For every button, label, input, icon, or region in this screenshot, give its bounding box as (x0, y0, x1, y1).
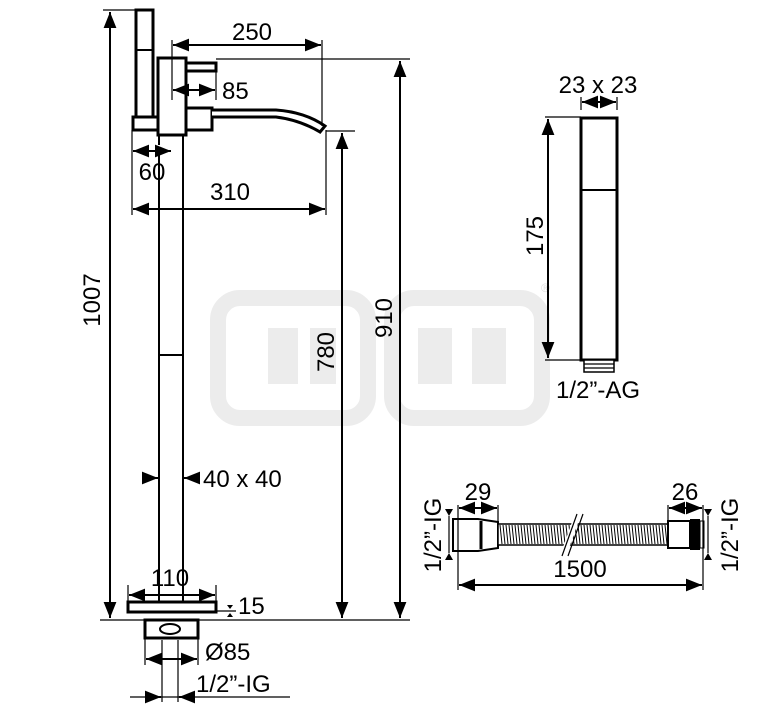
hose-left-fitting (452, 518, 499, 552)
dim-hose-left-connection: 1/2”-IG (420, 498, 447, 573)
dim-lever-offset: 85 (222, 78, 249, 105)
flange (143, 618, 200, 640)
dim-hose-left-fitting: 29 (465, 479, 492, 506)
mixer-lever (184, 61, 218, 73)
dim-hand-shower-connection: 1/2”-AG (556, 377, 640, 404)
dim-flange-diameter: Ø85 (205, 639, 250, 666)
hose-right-fitting (667, 520, 691, 549)
dim-body-height: 910 (371, 298, 398, 338)
dim-total-reach: 310 (210, 179, 250, 206)
dim-faucet-connection: 1/2”-IG (196, 671, 271, 698)
dim-hand-shower-length: 175 (522, 216, 549, 256)
hand-shower-body (579, 116, 619, 362)
dim-hose-length: 1500 (553, 556, 606, 583)
dim-hose-right-connection: 1/2”-IG (717, 498, 744, 573)
hand-shower-drawing: 175 23 x 23 1/2”-AG (522, 72, 640, 404)
faucet-drawing: 1007 250 85 60 310 780 910 40 x 40 (79, 8, 410, 704)
dim-pipe-section: 40 x 40 (203, 466, 282, 493)
dim-spout-height: 780 (313, 332, 340, 372)
hose-drawing: 29 26 1500 1/2”-IG 1/2”-IG (420, 479, 744, 592)
spout (212, 108, 328, 134)
watermark-logo: ® (210, 281, 550, 426)
dim-hand-shower-section: 23 x 23 (559, 72, 638, 99)
dim-total-height: 1007 (79, 273, 106, 326)
dim-spout-reach: 250 (232, 19, 272, 46)
dim-base-thickness: 15 (238, 593, 265, 620)
dim-base-width: 110 (151, 565, 189, 592)
dim-hose-right-fitting: 26 (672, 479, 699, 506)
base-plate (126, 600, 218, 614)
shower-holder (134, 8, 155, 119)
dim-holder-offset: 60 (139, 159, 166, 186)
hand-shower-thread (583, 359, 615, 373)
